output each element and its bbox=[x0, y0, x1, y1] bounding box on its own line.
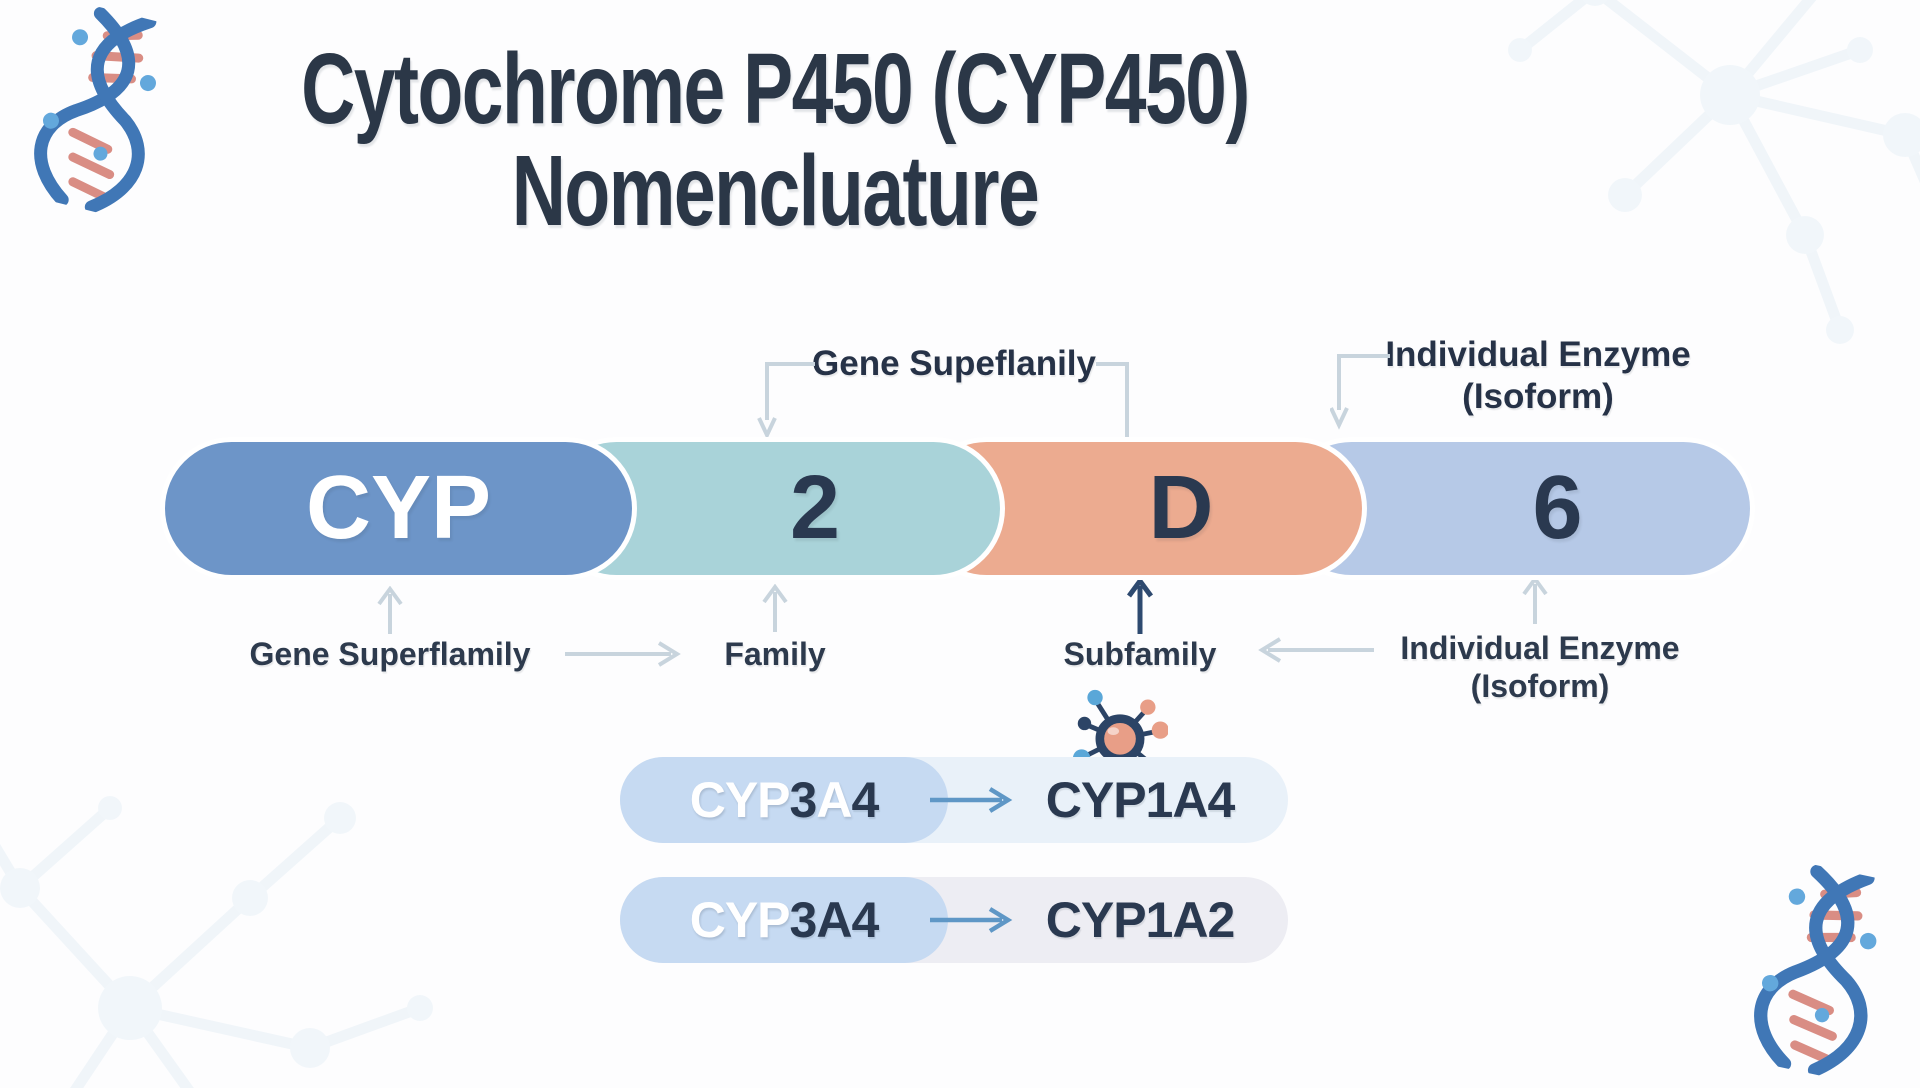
up-arrow-icon bbox=[762, 584, 788, 632]
dna-helix-icon bbox=[1754, 864, 1877, 1077]
bottom-label-individual-enzyme: Individual Enzyme (Isoform) bbox=[1400, 630, 1679, 706]
example-row-2-source-pill: CYP3A4 bbox=[620, 877, 948, 963]
top-label-individual-enzyme-line2: (Isoform) bbox=[1462, 377, 1614, 416]
bottom-label-gene-superfamily: Gene Superflamily bbox=[249, 636, 531, 672]
bottom-label-subfamily: Subfamily bbox=[1063, 636, 1217, 672]
bar-segment-isoform-text: 6 bbox=[1532, 458, 1583, 558]
dna-helix-icon bbox=[34, 6, 157, 214]
bottom-label-family: Family bbox=[724, 636, 826, 672]
example-row-2-result-text: CYP1A2 bbox=[1045, 892, 1236, 948]
page-title: Cytochrome P450 (CYP450) Nomencluature bbox=[194, 38, 1357, 242]
bracket-down-arrow-connector bbox=[1330, 354, 1390, 430]
enzyme-molecule-icon bbox=[1072, 689, 1168, 777]
up-arrow-icon bbox=[1522, 576, 1548, 624]
bar-segment-prefix-text: CYP bbox=[305, 458, 492, 558]
up-arrow-icon bbox=[377, 586, 403, 634]
bar-segment-subfamily-text: D bbox=[1148, 458, 1214, 558]
bottom-label-individual-enzyme-line1: Individual Enzyme bbox=[1400, 630, 1680, 666]
bottom-label-individual-enzyme-line2: (Isoform) bbox=[1470, 667, 1610, 704]
bar-segment-isoform: 6 bbox=[1285, 442, 1750, 575]
example-row-1-source-pill: CYP3A4 bbox=[620, 757, 948, 843]
top-label-individual-enzyme: Individual Enzyme (Isoform) bbox=[1385, 334, 1690, 418]
bracket-down-arrow-connector bbox=[757, 362, 815, 440]
right-arrow-icon bbox=[930, 787, 1013, 813]
bar-segment-prefix: CYP bbox=[165, 442, 632, 575]
top-label-gene-superfamily: Gene Supeflanily bbox=[812, 344, 1096, 383]
top-label-individual-enzyme-line1: Individual Enzyme bbox=[1385, 335, 1691, 374]
background-molecule-network-icon bbox=[0, 796, 433, 1088]
example-row-2-source-text: CYP3A4 bbox=[689, 892, 880, 948]
bar-segment-family-text: 2 bbox=[789, 458, 841, 558]
example-row-1-source-text: CYP3A4 bbox=[689, 772, 880, 828]
right-arrow-icon bbox=[930, 907, 1013, 933]
left-arrow-icon bbox=[1258, 637, 1374, 663]
right-arrow-icon bbox=[565, 641, 681, 667]
example-row-1-result-text: CYP1A4 bbox=[1045, 772, 1236, 828]
up-arrow-dark-icon bbox=[1126, 578, 1154, 634]
bracket-connector bbox=[1096, 362, 1129, 446]
page-title-line1: Cytochrome P450 (CYP450) bbox=[301, 33, 1250, 145]
background-molecule-network-icon bbox=[1508, 0, 1920, 344]
page-title-line2: Nomencluature bbox=[511, 135, 1040, 247]
